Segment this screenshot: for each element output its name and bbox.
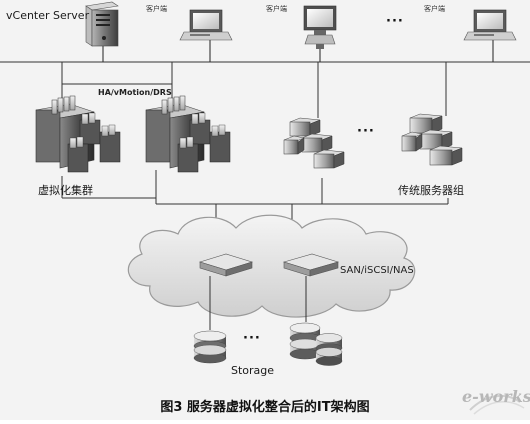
ellipsis-servers: ···	[357, 124, 375, 139]
figure-caption: 图3 服务器虚拟化整合后的IT架构图	[160, 400, 370, 415]
client-computer-icon	[179, 9, 233, 41]
client-label: 客户端	[266, 5, 287, 13]
network-bus	[0, 40, 530, 63]
traditional-server-icon	[401, 113, 463, 166]
disk-stack-icon	[193, 330, 227, 364]
client-label: 客户端	[424, 5, 445, 13]
client-computer-icon	[303, 5, 337, 49]
traditional-server-icon	[283, 117, 345, 169]
san-cloud	[127, 214, 416, 318]
storage-label: Storage	[231, 364, 275, 377]
ellipsis-storage: ···	[243, 331, 261, 346]
client-computer-icon	[463, 9, 517, 41]
e-works-logo: e-works	[462, 387, 530, 406]
san-iscsi-nas-label: SAN/iSCSI/NAS	[340, 265, 414, 276]
ellipsis-clients: ···	[386, 14, 404, 29]
vcenter-server-icon	[85, 1, 119, 47]
traditional-server-group-label: 传统服务器组	[398, 184, 464, 197]
vcenter-server-label: vCenter Server	[6, 9, 90, 22]
ha-vmotion-drs-label: HA/vMotion/DRS	[98, 88, 172, 97]
network-switch-icon	[198, 253, 254, 277]
server-rack-icon	[35, 95, 121, 173]
server-rack-icon	[145, 95, 231, 173]
virtualization-cluster-label: 虚拟化集群	[38, 184, 93, 197]
disk-links	[209, 276, 307, 330]
cluster-links	[61, 62, 447, 118]
disk-stack-icon	[289, 322, 343, 366]
network-switch-icon	[282, 253, 340, 277]
client-label: 客户端	[146, 5, 167, 13]
logo-swoosh-icon	[469, 394, 525, 415]
